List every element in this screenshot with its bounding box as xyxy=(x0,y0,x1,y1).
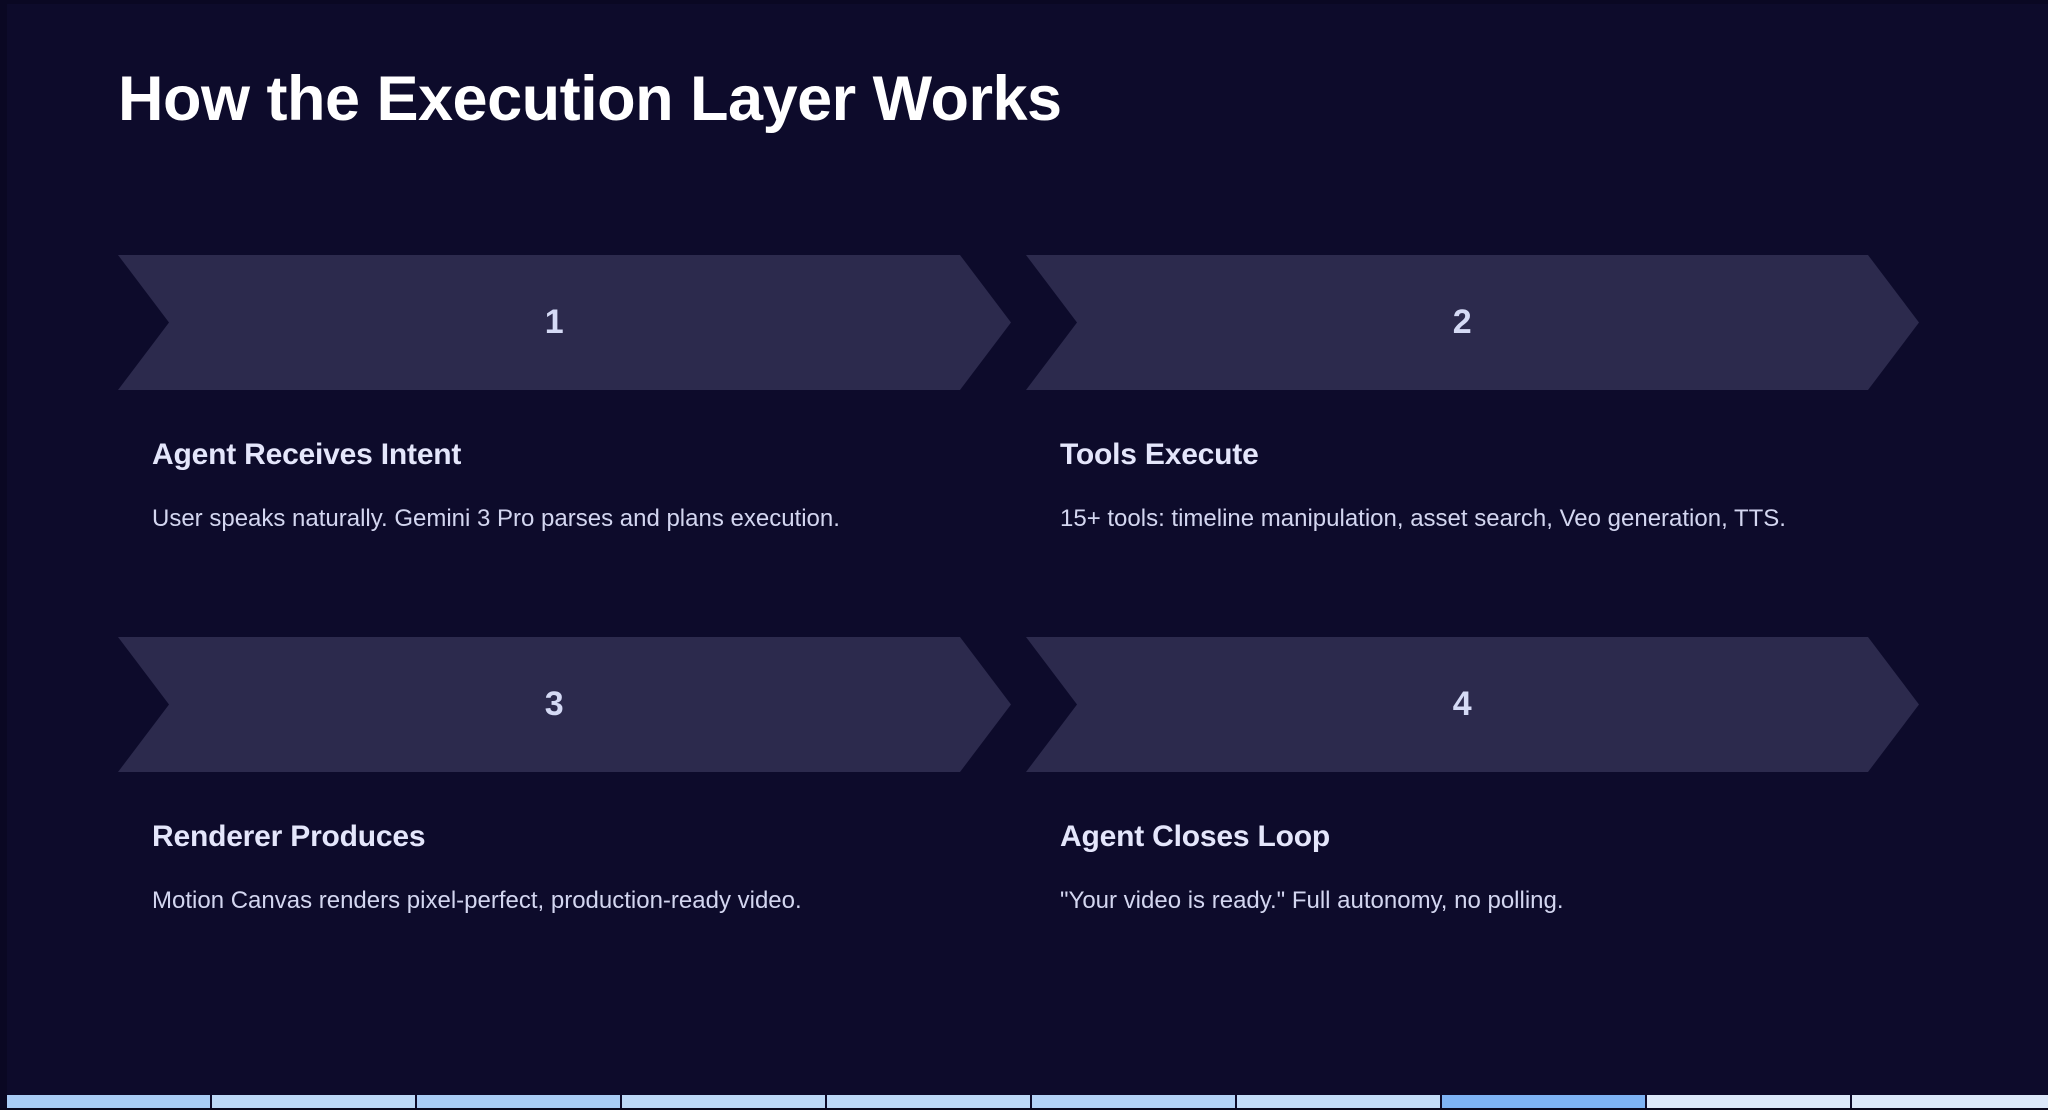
step-chevron-1: 1 xyxy=(118,255,1011,390)
timeline-scrubber[interactable] xyxy=(7,1095,2048,1110)
step-body-1: User speaks naturally. Gemini 3 Pro pars… xyxy=(152,505,840,532)
timeline-segment[interactable] xyxy=(827,1095,1032,1110)
step-card-3: 3 Renderer Produces Motion Canvas render… xyxy=(118,637,1026,1019)
step-card-4: 4 Agent Closes Loop "Your video is ready… xyxy=(1026,637,1934,1019)
step-card-2: 2 Tools Execute 15+ tools: timeline mani… xyxy=(1026,255,1934,637)
step-heading-4: Agent Closes Loop xyxy=(1060,820,1330,853)
step-heading-3: Renderer Produces xyxy=(152,820,426,853)
step-heading-2: Tools Execute xyxy=(1060,438,1259,471)
timeline-segment[interactable] xyxy=(7,1095,212,1110)
timeline-segment[interactable] xyxy=(1647,1095,1852,1110)
timeline-segment[interactable] xyxy=(1237,1095,1442,1110)
step-number-4: 4 xyxy=(1452,685,1473,723)
timeline-segment[interactable] xyxy=(622,1095,827,1110)
timeline-segment[interactable] xyxy=(1032,1095,1237,1110)
step-body-4: "Your video is ready." Full autonomy, no… xyxy=(1060,887,1564,914)
step-number-3: 3 xyxy=(544,685,565,723)
step-chevron-3: 3 xyxy=(118,637,1011,772)
timeline-segment[interactable] xyxy=(1852,1095,2048,1110)
step-card-1: 1 Agent Receives Intent User speaks natu… xyxy=(118,255,1026,637)
step-body-3: Motion Canvas renders pixel-perfect, pro… xyxy=(152,887,802,914)
frame-edge-left xyxy=(0,0,7,1110)
frame-edge-top xyxy=(0,0,2048,4)
timeline-baseline xyxy=(0,1108,2048,1110)
step-number-1: 1 xyxy=(544,303,565,341)
step-heading-1: Agent Receives Intent xyxy=(152,438,462,471)
timeline-segment[interactable] xyxy=(1442,1095,1647,1110)
step-chevron-2: 2 xyxy=(1026,255,1919,390)
step-chevron-4: 4 xyxy=(1026,637,1919,772)
step-number-2: 2 xyxy=(1452,303,1473,341)
step-body-2: 15+ tools: timeline manipulation, asset … xyxy=(1060,505,1786,532)
timeline-segment[interactable] xyxy=(417,1095,622,1110)
steps-grid: 1 Agent Receives Intent User speaks natu… xyxy=(118,255,1930,1019)
timeline-segment[interactable] xyxy=(212,1095,417,1110)
page-title: How the Execution Layer Works xyxy=(118,64,1062,134)
